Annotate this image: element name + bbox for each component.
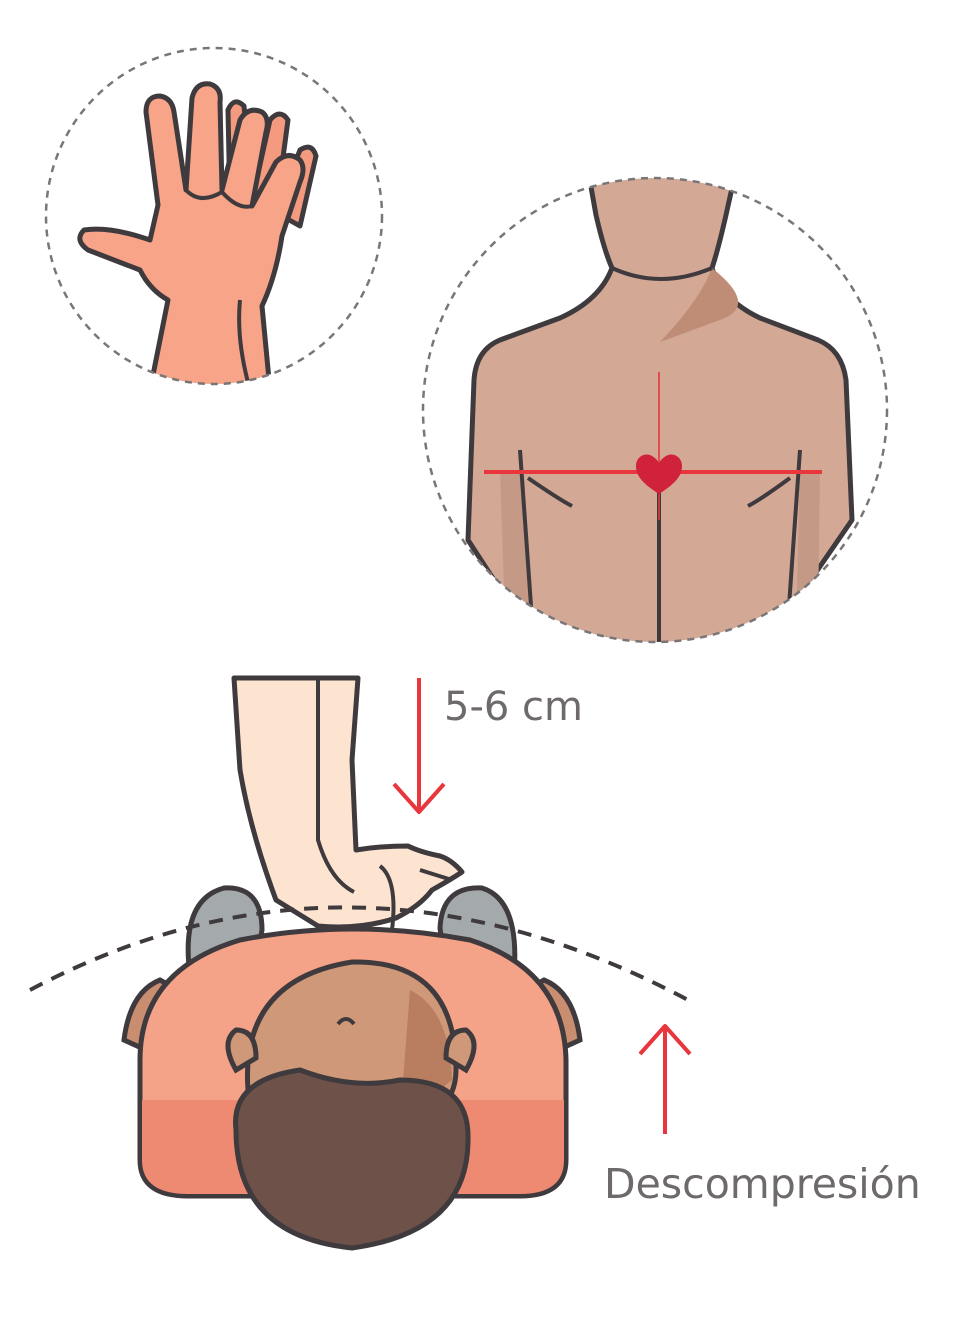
chest-target-icon: [421, 176, 889, 644]
patient-figure: [121, 885, 583, 1251]
arrow-down-icon: [392, 678, 446, 814]
decompression-label: Descompresión: [604, 1160, 921, 1208]
rescuer-arm: [231, 675, 465, 931]
chest-motion-arc: [29, 905, 689, 1002]
compression-depth-label: 5-6 cm: [444, 684, 584, 730]
arrow-up-icon: [638, 1024, 692, 1134]
heart-icon: [636, 454, 682, 494]
interlocked-hands-icon: [44, 46, 384, 386]
